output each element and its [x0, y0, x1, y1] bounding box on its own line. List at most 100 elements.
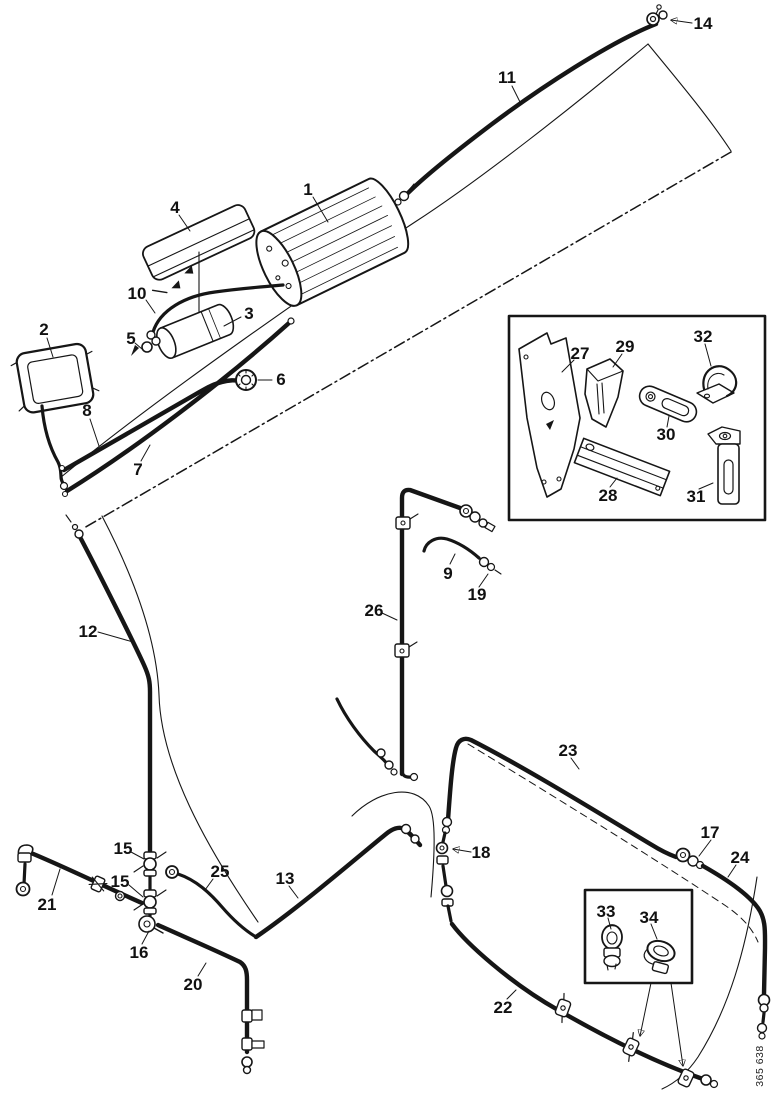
part-label-14: 14 — [694, 14, 713, 33]
part-label-22-leader — [506, 989, 517, 1000]
part-label-32: 32 — [694, 327, 713, 346]
dashed-sill-line — [467, 743, 759, 943]
part-24-tube — [700, 863, 771, 1040]
part-2-sender-box — [10, 342, 100, 414]
part-label-8: 8 — [82, 401, 91, 420]
part-label-32-leader — [704, 343, 712, 367]
figure-number: 365 638 — [754, 1045, 766, 1086]
part-23-tube-core — [442, 832, 446, 843]
part-1-cylinder — [255, 177, 410, 307]
part-label-7: 7 — [133, 460, 142, 479]
part-26-tube-core — [401, 769, 412, 778]
part-21-tube-core — [23, 863, 26, 885]
part-label-2: 2 — [39, 320, 48, 339]
part-label-2-leader — [46, 337, 54, 358]
part-20-tube — [155, 922, 265, 1075]
part-label-29-leader — [612, 353, 623, 368]
body-contour-arch — [351, 791, 435, 898]
part-30-link-strap — [638, 385, 698, 423]
part-label-7-leader — [140, 444, 151, 462]
part-label-15b: 15 — [111, 872, 130, 891]
part-7-tube — [61, 317, 295, 498]
part-label-8-leader — [89, 418, 100, 447]
part-6-grommet — [235, 369, 257, 391]
part-label-12: 12 — [79, 622, 98, 641]
part-18-fitting-chain-core — [447, 905, 452, 922]
part-25-hose-core — [177, 873, 257, 938]
inset-box-fittings — [583, 888, 694, 1066]
part-label-16: 16 — [130, 943, 149, 962]
part-label-31: 31 — [687, 487, 706, 506]
part-label-18: 18 — [472, 843, 491, 862]
part-14-fitting — [646, 4, 668, 26]
part-label-4: 4 — [170, 198, 180, 217]
part-label-26-leader — [381, 612, 398, 621]
part-18-fitting-chain — [435, 841, 454, 923]
part-label-27: 27 — [571, 344, 590, 363]
part-31-angle-bracket — [707, 426, 741, 505]
part-number-labels: 1234567891011121314151516171819202122232… — [38, 14, 750, 1017]
part-11-tube-core — [406, 22, 658, 195]
part-20-tube-core — [156, 923, 249, 1054]
part-label-30-leader — [666, 415, 670, 428]
part-10-hose-core — [152, 284, 284, 333]
part-label-22: 22 — [494, 998, 513, 1017]
part-label-12-leader — [97, 631, 134, 643]
part-label-14-leader — [671, 20, 693, 23]
part-9-hose-core — [423, 537, 480, 559]
part-label-29: 29 — [616, 337, 635, 356]
part-label-28: 28 — [599, 486, 618, 505]
part-label-34-leader — [650, 923, 658, 940]
inset-leader-line-1 — [640, 982, 652, 1036]
part-label-17-leader — [698, 839, 712, 857]
dash-dot-body-line — [83, 151, 732, 529]
part-2-cable-core — [41, 405, 64, 484]
part-23-tube — [441, 736, 679, 860]
part-label-4-leader — [178, 214, 191, 232]
part-12-tube — [65, 514, 153, 855]
part-4-bracket — [142, 204, 256, 294]
part-24-tube-core — [762, 1012, 765, 1023]
part-13-tube — [253, 823, 423, 940]
part-label-20: 20 — [184, 975, 203, 994]
machine-outline — [59, 43, 759, 1090]
part-label-1-leader — [312, 196, 329, 223]
body-contour-right — [661, 876, 758, 1090]
inset-box-brackets — [507, 314, 767, 522]
part-label-31-leader — [698, 482, 714, 490]
part-label-19-leader — [478, 573, 489, 588]
part-label-21: 21 — [38, 895, 57, 914]
part-17-coupler — [675, 847, 705, 870]
part-12-tube-core — [78, 535, 152, 854]
part-15-tee-fitting-lower — [133, 889, 167, 915]
part-label-17: 17 — [701, 823, 720, 842]
part-27-bracket-plate — [518, 332, 581, 498]
part-label-30: 30 — [657, 425, 676, 444]
part-21-tube — [15, 844, 145, 906]
part-label-11-leader — [511, 85, 522, 105]
part-label-28-leader — [609, 477, 618, 488]
part-10-hose — [146, 283, 285, 340]
part-19-fitting — [478, 556, 502, 575]
part-25-hose — [165, 865, 258, 939]
part-26-tube-core — [400, 488, 462, 776]
part-34-grommet — [643, 939, 676, 975]
part-label-10: 10 — [128, 284, 147, 303]
connector-hose — [335, 697, 398, 776]
part-label-3: 3 — [244, 304, 253, 323]
part-7-tube-core — [65, 321, 291, 493]
part-22-tube — [449, 921, 719, 1089]
part-32-clamp — [696, 365, 738, 404]
part-23-tube-core — [446, 737, 678, 859]
part-2-cable — [40, 404, 69, 491]
part-9-hose — [422, 536, 481, 560]
part-33-fitting — [601, 924, 623, 971]
part-label-23-leader — [570, 757, 580, 770]
part-28-channel-bracket — [573, 437, 671, 497]
part-24-tube-core — [701, 864, 767, 996]
part-label-19: 19 — [468, 585, 487, 604]
part-13-tube-core — [254, 826, 422, 939]
part-label-5-leader — [134, 342, 143, 350]
part-label-18-leader — [453, 849, 472, 852]
